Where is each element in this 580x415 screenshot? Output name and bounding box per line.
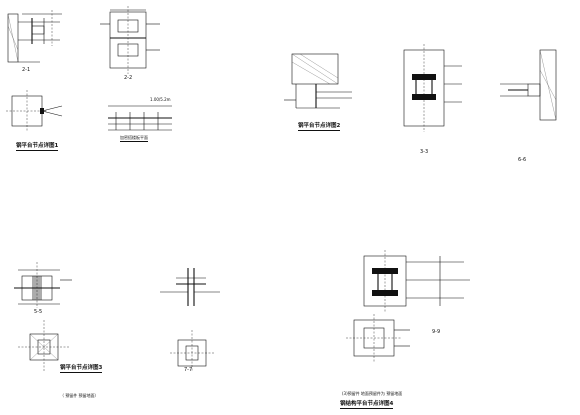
- detail-slab-plan: [108, 105, 172, 131]
- dim-tag: 1.00/5.2m: [150, 97, 171, 102]
- section-label-2-2: 2-2: [124, 75, 133, 81]
- detail-2-2: [100, 6, 160, 74]
- section-label-5-5: 5-5: [34, 309, 43, 315]
- detail-2-1: [7, 10, 62, 63]
- note-detail-5: (3)预留件 地面预留件为 预留地面: [342, 391, 403, 396]
- caption-detail-2: 钢平台节点详图2: [298, 123, 341, 131]
- detail-9-9-elevation: [363, 250, 470, 312]
- section-label-2-1: 2-1: [22, 67, 31, 73]
- section-label-7-7: 7-7: [184, 367, 193, 373]
- detail-7-7: [170, 330, 214, 372]
- section-label-3-3: 3-3: [420, 149, 429, 155]
- detail-column-section: [160, 268, 220, 306]
- detail-5-5: [14, 262, 72, 308]
- caption-detail-3: 钢平台节点详图3: [60, 365, 103, 373]
- section-label-9-9: 9-9: [432, 329, 441, 335]
- detail-beam-support: [284, 53, 352, 109]
- note-detail-3: （ 预留件 预留地面）: [60, 393, 99, 398]
- detail-6-6: [500, 49, 557, 121]
- sheet-title: 钢结构平台节点详图4: [340, 401, 394, 409]
- section-label-6-6: 6-6: [518, 157, 527, 163]
- caption-slab-plan: 加密搭楼板平面: [120, 135, 148, 142]
- detail-9-9-plan: [346, 314, 410, 362]
- detail-3-3: [403, 44, 462, 132]
- detail-column-plan: [18, 320, 70, 372]
- caption-detail-1: 钢平台节点详图1: [16, 143, 59, 151]
- detail-plan-1: [6, 90, 63, 132]
